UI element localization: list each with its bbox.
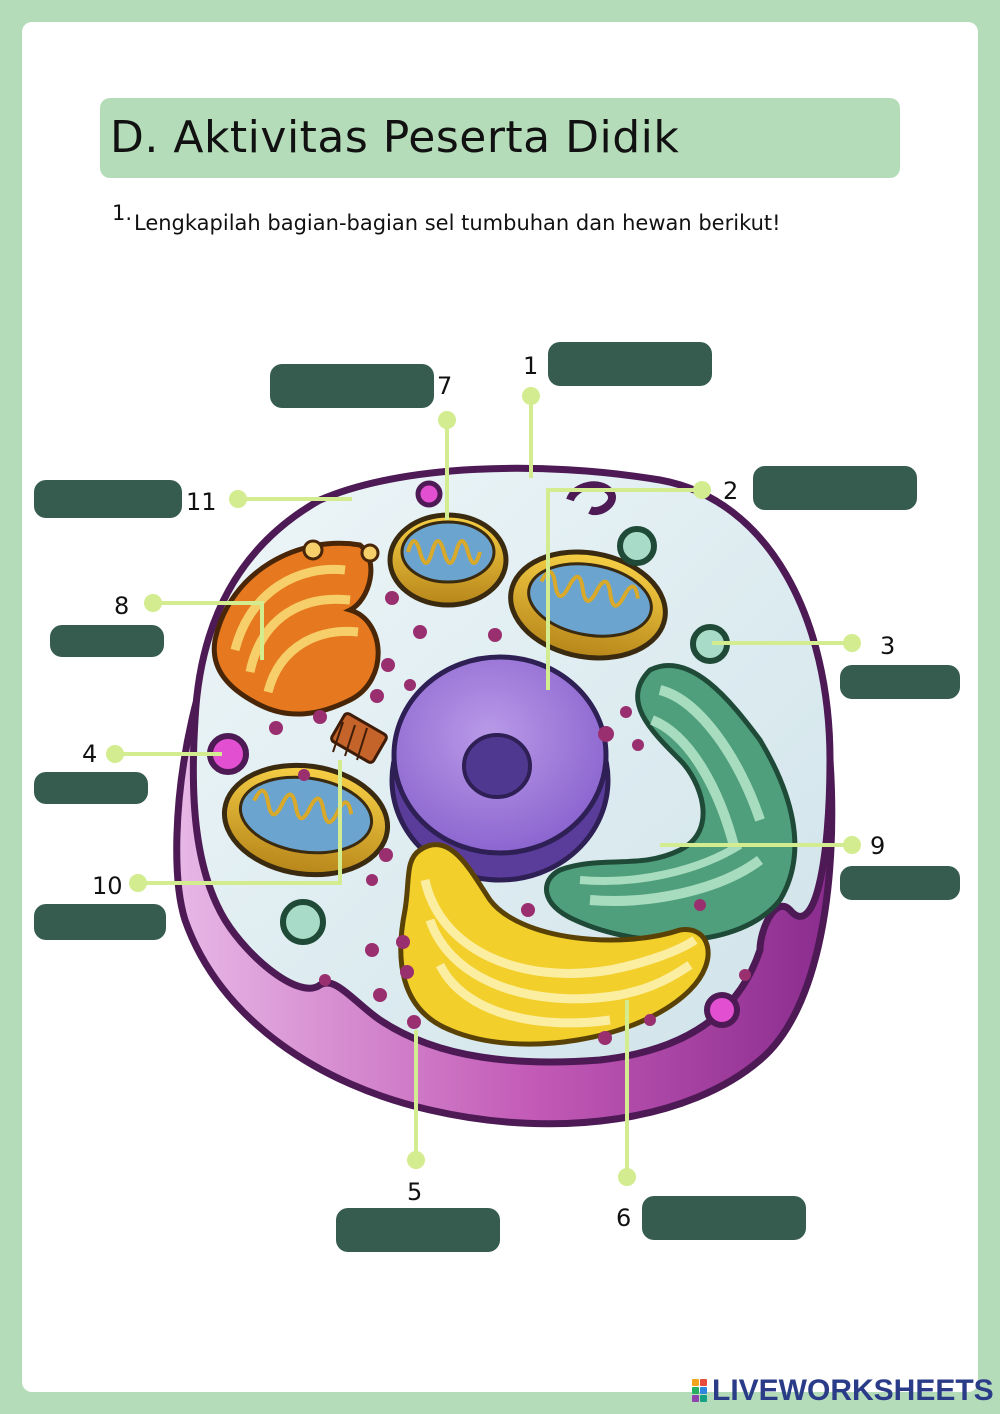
label-number-9: 9	[870, 832, 885, 860]
label-number-4: 4	[82, 740, 97, 768]
golgi-apparatus	[214, 541, 378, 714]
answer-box-11[interactable]	[34, 480, 182, 518]
answer-box-8[interactable]	[50, 625, 164, 657]
label-number-6: 6	[616, 1204, 631, 1232]
answer-box-2[interactable]	[753, 466, 917, 510]
label-number-2: 2	[723, 477, 738, 505]
answer-box-5[interactable]	[336, 1208, 500, 1252]
leader-dot-5	[407, 1151, 425, 1169]
answer-box-4[interactable]	[34, 772, 148, 804]
label-number-7: 7	[437, 372, 452, 400]
answer-box-7[interactable]	[270, 364, 434, 408]
answer-box-6[interactable]	[642, 1196, 806, 1240]
label-number-5: 5	[407, 1178, 422, 1206]
leader-dot-9	[843, 836, 861, 854]
liveworksheets-brand: LIVEWORKSHEETS	[692, 1374, 994, 1408]
answer-box-1[interactable]	[548, 342, 712, 386]
leader-dot-11	[229, 490, 247, 508]
leader-dot-1	[522, 387, 540, 405]
liveworksheets-logo-icon	[692, 1377, 708, 1403]
answer-box-3[interactable]	[840, 665, 960, 699]
label-number-8: 8	[114, 592, 129, 620]
leader-dot-3	[843, 634, 861, 652]
leader-dot-2	[693, 481, 711, 499]
label-number-1: 1	[523, 352, 538, 380]
answer-box-9[interactable]	[840, 866, 960, 900]
label-number-10: 10	[92, 872, 123, 900]
leader-dot-8	[144, 594, 162, 612]
answer-box-10[interactable]	[34, 904, 166, 940]
label-number-3: 3	[880, 632, 895, 660]
leader-dot-10	[129, 874, 147, 892]
brand-text: LIVEWORKSHEETS	[712, 1374, 994, 1407]
mitochondrion-top	[390, 515, 506, 605]
leader-dot-4	[106, 745, 124, 763]
leader-dot-6	[618, 1168, 636, 1186]
leader-dot-7	[438, 411, 456, 429]
label-number-11: 11	[186, 488, 217, 516]
